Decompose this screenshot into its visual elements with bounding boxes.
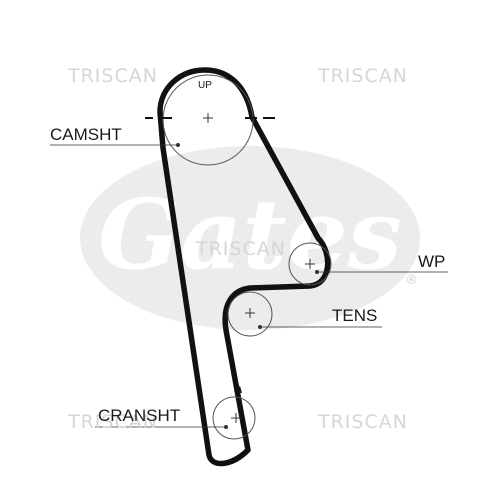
tensioner-pulley (227, 291, 273, 337)
water-pump-label: WP (418, 252, 446, 271)
watermark-bottom-left: TRISCAN (68, 411, 158, 433)
plus-cross-icon (203, 113, 315, 423)
camshaft-pulley (162, 74, 254, 166)
registered-mark: ® (405, 273, 418, 288)
tensioner-label: TENS (332, 306, 378, 325)
watermark-top-left: TRISCAN (68, 65, 158, 87)
gates-logo-text: Gates (98, 178, 402, 291)
crankshaft-label: CRANSHT (98, 406, 181, 425)
leader-lines (50, 142, 448, 429)
water-pump-pulley (288, 242, 332, 286)
watermark-bottom-right: TRISCAN (318, 411, 408, 433)
watermark-top-right: TRISCAN (318, 65, 408, 87)
crankshaft-pulley (212, 396, 256, 440)
arrow-icon (234, 386, 242, 400)
watermark-center: TRISCAN (196, 238, 286, 260)
camshaft-up-label: UP (198, 80, 212, 91)
timing-belt (157, 67, 331, 467)
camshaft-label: CAMSHT (50, 125, 122, 144)
